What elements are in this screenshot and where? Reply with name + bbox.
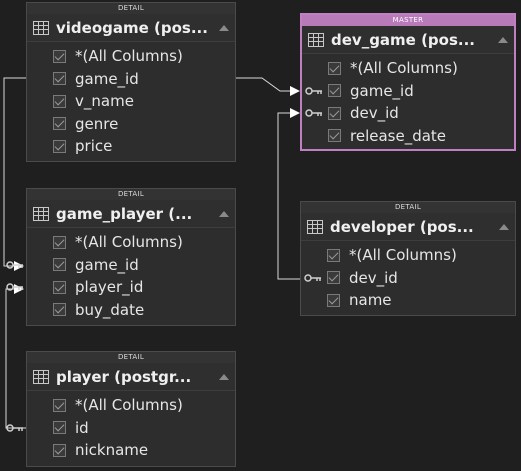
column-row[interactable]: *(All Columns): [301, 244, 515, 267]
column-label: price: [75, 137, 113, 156]
column-checkbox[interactable]: [53, 258, 66, 272]
table-header[interactable]: developer (pos...: [301, 213, 515, 241]
master-label: MASTER: [302, 15, 514, 26]
column-checkbox[interactable]: [53, 235, 66, 249]
key-icon: [304, 273, 321, 282]
table-grid-icon: [308, 32, 324, 47]
link-videogame-gameplayer: [3, 77, 26, 267]
column-label: dev_id: [349, 268, 398, 287]
column-row[interactable]: name: [301, 289, 515, 312]
link-developer-devgame: [277, 112, 300, 280]
table-title: dev_game (pos...: [331, 30, 475, 49]
column-row[interactable]: release_date: [302, 125, 514, 148]
column-checkbox[interactable]: [328, 129, 341, 143]
column-checkbox[interactable]: [327, 248, 340, 262]
column-label: game_id: [350, 81, 414, 100]
table-title: player (postgr...: [56, 367, 192, 386]
column-checkbox[interactable]: [53, 443, 66, 457]
column-checkbox[interactable]: [53, 139, 66, 153]
column-label: nickname: [75, 441, 149, 460]
key-icon: [305, 109, 322, 117]
key-icon: [6, 423, 23, 432]
table-grid-icon: [33, 369, 49, 384]
column-label: v_name: [75, 92, 134, 111]
column-checkbox[interactable]: [53, 421, 66, 435]
detail-label: DETAIL: [27, 189, 235, 200]
column-checkbox[interactable]: [328, 106, 341, 120]
table-title: videogame (pos...: [56, 18, 208, 37]
column-row[interactable]: buy_date: [27, 299, 235, 322]
column-row[interactable]: game_id: [27, 68, 235, 91]
column-checkbox[interactable]: [53, 94, 66, 108]
table-game-player[interactable]: DETAIL game_player (... *(All Columns) g…: [6, 188, 236, 326]
collapse-triangle-icon[interactable]: [498, 36, 508, 43]
column-row[interactable]: v_name: [27, 90, 235, 113]
column-label: genre: [75, 114, 119, 133]
column-label: id: [75, 418, 89, 437]
column-label: *(All Columns): [350, 59, 458, 78]
column-label: dev_id: [350, 104, 399, 123]
column-row[interactable]: game_id: [302, 80, 514, 103]
collapse-triangle-icon[interactable]: [499, 223, 509, 230]
column-label: player_id: [75, 278, 144, 297]
column-row[interactable]: *(All Columns): [27, 231, 235, 254]
column-row[interactable]: *(All Columns): [27, 394, 235, 417]
column-row[interactable]: id: [1, 417, 235, 440]
table-developer[interactable]: DETAIL developer (pos... *(All Columns) …: [300, 201, 516, 316]
column-checkbox[interactable]: [53, 398, 66, 412]
table-header[interactable]: player (postgr...: [27, 363, 235, 391]
column-row[interactable]: *(All Columns): [302, 57, 514, 80]
column-label: *(All Columns): [349, 246, 457, 265]
column-label: name: [349, 291, 392, 310]
table-grid-icon: [33, 206, 49, 221]
table-header[interactable]: videogame (pos...: [27, 14, 235, 42]
column-row[interactable]: game_id: [1, 254, 235, 277]
collapse-triangle-icon[interactable]: [219, 373, 229, 380]
key-icon: [6, 283, 23, 291]
column-row[interactable]: dev_id: [301, 267, 515, 290]
column-label: *(All Columns): [75, 396, 183, 415]
column-label: *(All Columns): [75, 233, 183, 252]
table-title: game_player (...: [56, 204, 193, 223]
column-checkbox[interactable]: [327, 293, 340, 307]
arrow-head: [290, 86, 300, 96]
column-label: game_id: [75, 69, 139, 88]
column-checkbox[interactable]: [53, 117, 66, 131]
column-checkbox[interactable]: [53, 303, 66, 317]
table-grid-icon: [307, 219, 323, 234]
detail-label: DETAIL: [27, 352, 235, 363]
column-row[interactable]: dev_id: [302, 102, 514, 125]
column-checkbox[interactable]: [328, 61, 341, 75]
column-row[interactable]: *(All Columns): [27, 45, 235, 68]
table-videogame[interactable]: DETAIL videogame (pos... *(All Columns) …: [26, 2, 236, 162]
column-row[interactable]: nickname: [27, 439, 235, 462]
column-checkbox[interactable]: [53, 72, 66, 86]
column-checkbox[interactable]: [53, 280, 66, 294]
table-grid-icon: [33, 20, 49, 35]
column-row[interactable]: price: [27, 135, 235, 158]
column-label: *(All Columns): [75, 47, 183, 66]
column-checkbox[interactable]: [327, 271, 340, 285]
key-icon: [305, 86, 322, 95]
table-header[interactable]: game_player (...: [27, 200, 235, 228]
link-player-gameplayer: [5, 288, 26, 429]
column-row[interactable]: genre: [27, 113, 235, 136]
table-header[interactable]: dev_game (pos...: [302, 26, 514, 54]
column-checkbox[interactable]: [53, 49, 66, 63]
column-checkbox[interactable]: [328, 84, 341, 98]
column-label: buy_date: [75, 300, 145, 319]
link-videogame-devgame: [236, 77, 290, 92]
table-title: developer (pos...: [330, 217, 474, 236]
detail-label: DETAIL: [301, 202, 515, 213]
arrow-head: [290, 108, 300, 118]
column-label: game_id: [75, 255, 139, 274]
table-player[interactable]: DETAIL player (postgr... *(All Columns) …: [6, 351, 236, 467]
collapse-triangle-icon[interactable]: [219, 210, 229, 217]
collapse-triangle-icon[interactable]: [219, 24, 229, 31]
column-row[interactable]: player_id: [1, 276, 235, 299]
table-dev-game[interactable]: MASTER dev_game (pos... *(All Columns) g…: [300, 13, 516, 151]
column-label: release_date: [350, 126, 447, 145]
key-icon: [6, 260, 23, 269]
detail-label: DETAIL: [27, 3, 235, 14]
